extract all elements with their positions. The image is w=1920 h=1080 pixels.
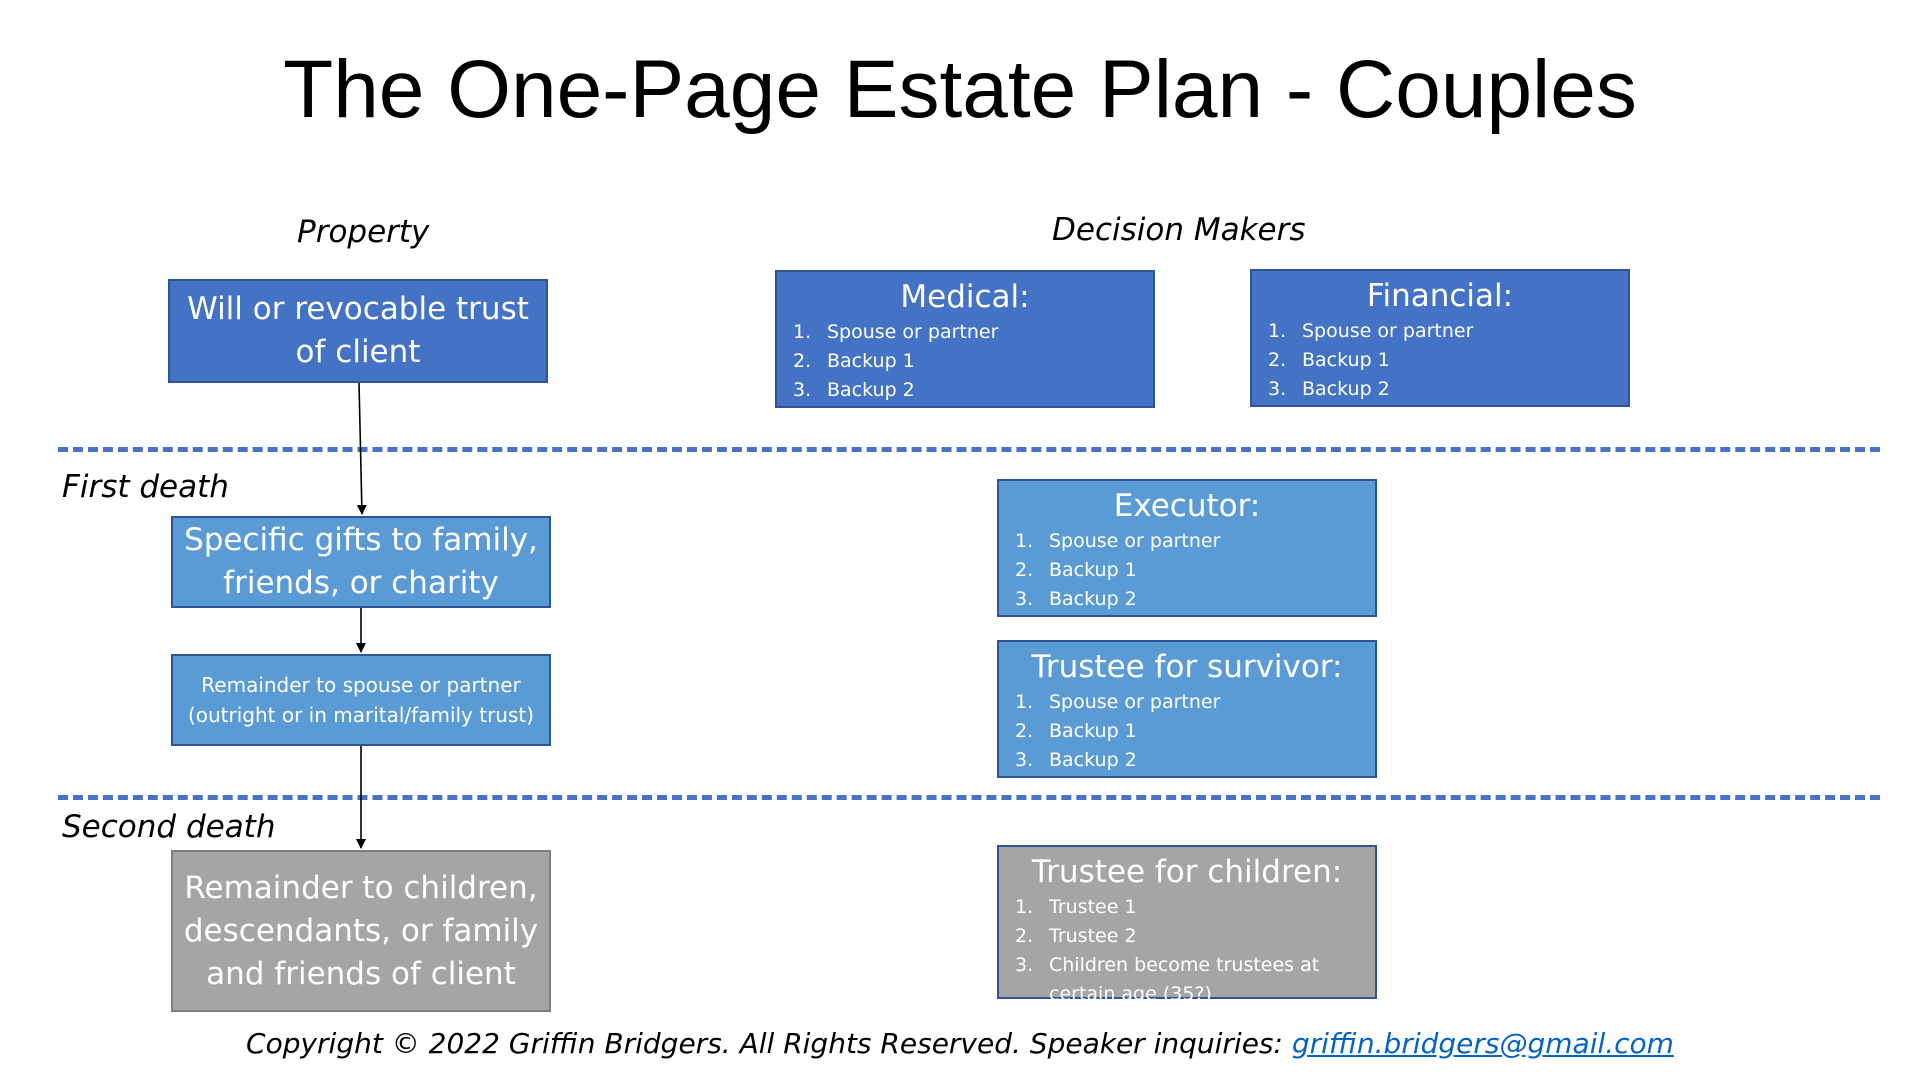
list-item-text: Backup 1 — [1049, 720, 1137, 742]
list-item-text: Backup 1 — [827, 350, 915, 372]
trustee-for-survivor-box: Trustee for survivor: 1. Spouse or partne… — [997, 640, 1377, 778]
financial-decision-box: Financial: 1. Spouse or partner 2. Backup … — [1250, 269, 1630, 407]
box-line: Remainder to children, — [184, 869, 538, 906]
list-item: 3. Backup 2 — [1266, 375, 1614, 404]
list-item: 3. Children become trustees at certain ag… — [1013, 951, 1361, 1009]
trustee-children-title: Trustee for children: — [1031, 854, 1343, 890]
list-number: 1. — [1268, 320, 1287, 342]
list-number: 1. — [1015, 896, 1034, 918]
trustee-survivor-list: 1. Spouse or partner 2. Backup 1 3. Backup … — [1013, 688, 1361, 775]
list-item: 3. Backup 2 — [1013, 585, 1361, 614]
list-item-text: Trustee 2 — [1049, 925, 1137, 947]
list-number: 2. — [1268, 349, 1287, 371]
list-number: 2. — [793, 350, 812, 372]
list-number: 3. — [1015, 954, 1034, 976]
specific-gifts-box: Specific gifts to family, friends, or ch… — [171, 516, 551, 608]
list-number: 2. — [1015, 559, 1034, 581]
remainder-to-children-box: Remainder to children, descendants, or f… — [171, 850, 551, 1012]
list-item: 1. Spouse or partner — [1013, 688, 1361, 717]
box-line: friends, or charity — [223, 565, 499, 601]
will-or-revocable-trust-box: Will or revocable trust of client — [168, 279, 548, 383]
list-number: 3. — [1268, 378, 1287, 400]
trustee-survivor-title: Trustee for survivor: — [1031, 649, 1343, 685]
list-number: 3. — [793, 379, 812, 401]
list-item-text: Backup 2 — [1049, 749, 1137, 771]
decision-makers-heading: Decision Makers — [1052, 212, 1306, 248]
financial-title: Financial: — [1366, 278, 1514, 314]
list-item-text: Trustee 1 — [1049, 896, 1137, 918]
list-item: 2. Backup 1 — [1013, 556, 1361, 585]
remainder-to-spouse-box: Remainder to spouse or partner (outright… — [171, 654, 551, 746]
list-item: 1. Trustee 1 — [1013, 893, 1361, 922]
list-item-text: Backup 2 — [1302, 378, 1390, 400]
list-number: 1. — [1015, 530, 1034, 552]
list-item: 1. Spouse or partner — [791, 318, 1139, 347]
list-item-text: Backup 2 — [827, 379, 915, 401]
box-line: Will or revocable trust — [187, 291, 529, 327]
list-item-text: Backup 1 — [1049, 559, 1137, 581]
box-line: descendants, or family — [183, 912, 539, 949]
list-item-text: Spouse or partner — [1302, 320, 1474, 342]
list-number: 2. — [1015, 720, 1034, 742]
list-item: 2. Backup 1 — [1013, 717, 1361, 746]
page-title: The One-Page Estate Plan - Couples — [283, 44, 1637, 135]
medical-title: Medical: — [900, 279, 1030, 315]
list-item-text: Backup 1 — [1302, 349, 1390, 371]
list-item: 3. Backup 2 — [1013, 746, 1361, 775]
box-line: of client — [295, 334, 421, 370]
list-number: 1. — [793, 321, 812, 343]
box-line: and friends of client — [206, 955, 516, 992]
list-item: 2. Backup 1 — [1266, 346, 1614, 375]
list-number: 3. — [1015, 588, 1034, 610]
box-line: (outright or in marital/family trust) — [187, 703, 535, 727]
executor-list: 1. Spouse or partner 2. Backup 1 3. Backup … — [1013, 527, 1361, 614]
list-item-text: Spouse or partner — [1049, 530, 1221, 552]
list-number: 3. — [1015, 749, 1034, 771]
list-item: 3. Backup 2 — [791, 376, 1139, 405]
copyright-text: Copyright © 2022 Griffin Bridgers. All R… — [246, 1027, 1292, 1060]
list-item: 1. Spouse or partner — [1013, 527, 1361, 556]
executor-box: Executor: 1. Spouse or partner 2. Backup 1… — [997, 479, 1377, 617]
list-number: 2. — [1015, 925, 1034, 947]
speaker-inquiries-email-link[interactable]: griffin.bridgers@gmail.com — [1291, 1027, 1674, 1060]
box-line: Remainder to spouse or partner — [201, 673, 521, 697]
second-death-divider — [58, 795, 1880, 800]
first-death-heading: First death — [62, 469, 229, 505]
medical-list: 1. Spouse or partner 2. Backup 1 3. Backup … — [791, 318, 1139, 405]
property-heading: Property — [297, 214, 430, 250]
list-item-text: Spouse or partner — [827, 321, 999, 343]
list-item-text: Backup 2 — [1049, 588, 1137, 610]
box-line: Specific gifts to family, — [184, 522, 538, 558]
medical-decision-box: Medical: 1. Spouse or partner 2. Backup 1 … — [775, 270, 1155, 408]
first-death-divider — [58, 447, 1880, 452]
second-death-heading: Second death — [62, 809, 276, 845]
list-number: 1. — [1015, 691, 1034, 713]
copyright-footer: Copyright © 2022 Griffin Bridgers. All R… — [0, 1026, 1920, 1062]
list-item: 2. Backup 1 — [791, 347, 1139, 376]
financial-list: 1. Spouse or partner 2. Backup 1 3. Backup … — [1266, 317, 1614, 404]
list-item-text: Children become trustees at certain age … — [1049, 954, 1320, 1005]
trustee-for-children-box: Trustee for children: 1. Trustee 1 2. Trus… — [997, 845, 1377, 1005]
executor-title: Executor: — [1113, 488, 1261, 524]
list-item: 1. Spouse or partner — [1266, 317, 1614, 346]
trustee-children-list: 1. Trustee 1 2. Trustee 2 3. Children becom… — [1013, 893, 1361, 1009]
list-item-text: Spouse or partner — [1049, 691, 1221, 713]
list-item: 2. Trustee 2 — [1013, 922, 1361, 951]
